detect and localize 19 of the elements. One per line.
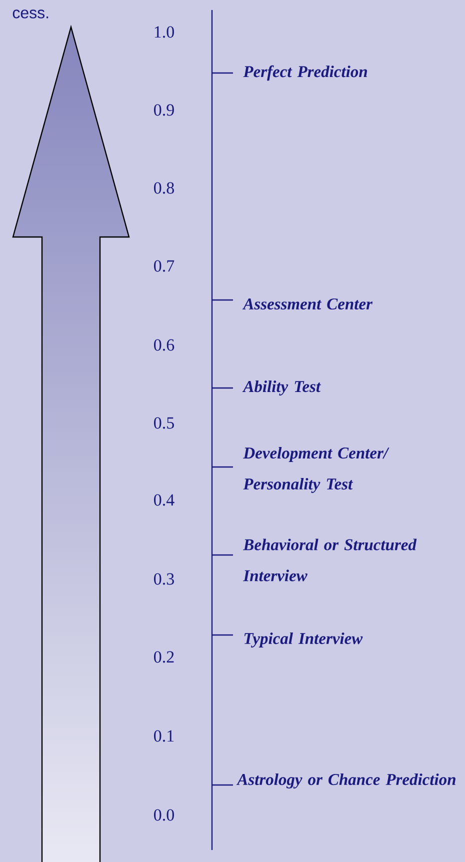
method-label: Typical Interview: [244, 632, 363, 648]
method-label: Astrology or Chance Prediction: [236, 773, 456, 788]
scale-value: 0.2: [154, 651, 174, 663]
scale-value: 0.8: [154, 182, 174, 194]
scale-value: 0.0: [154, 809, 174, 821]
scale-value: 0.5: [154, 417, 174, 429]
scale-value: 0.1: [154, 730, 174, 742]
method-label: Assessment Center: [242, 298, 373, 310]
scale-value: 0.9: [154, 104, 174, 116]
method-label: Behavioral or Structured Interview: [243, 538, 417, 582]
scale-value: 0.4: [154, 494, 174, 506]
scale-value: 0.6: [154, 339, 174, 351]
cut-off-text: cess.: [12, 10, 48, 18]
scale-value: 0.7: [154, 260, 174, 272]
method-label: Ability Test: [242, 380, 321, 396]
method-label: Perfect Prediction: [243, 65, 368, 81]
method-label: Development Center/ Personality Test: [243, 447, 390, 493]
scale-value: 1.0: [154, 26, 174, 38]
scale-value: 0.3: [154, 573, 174, 585]
